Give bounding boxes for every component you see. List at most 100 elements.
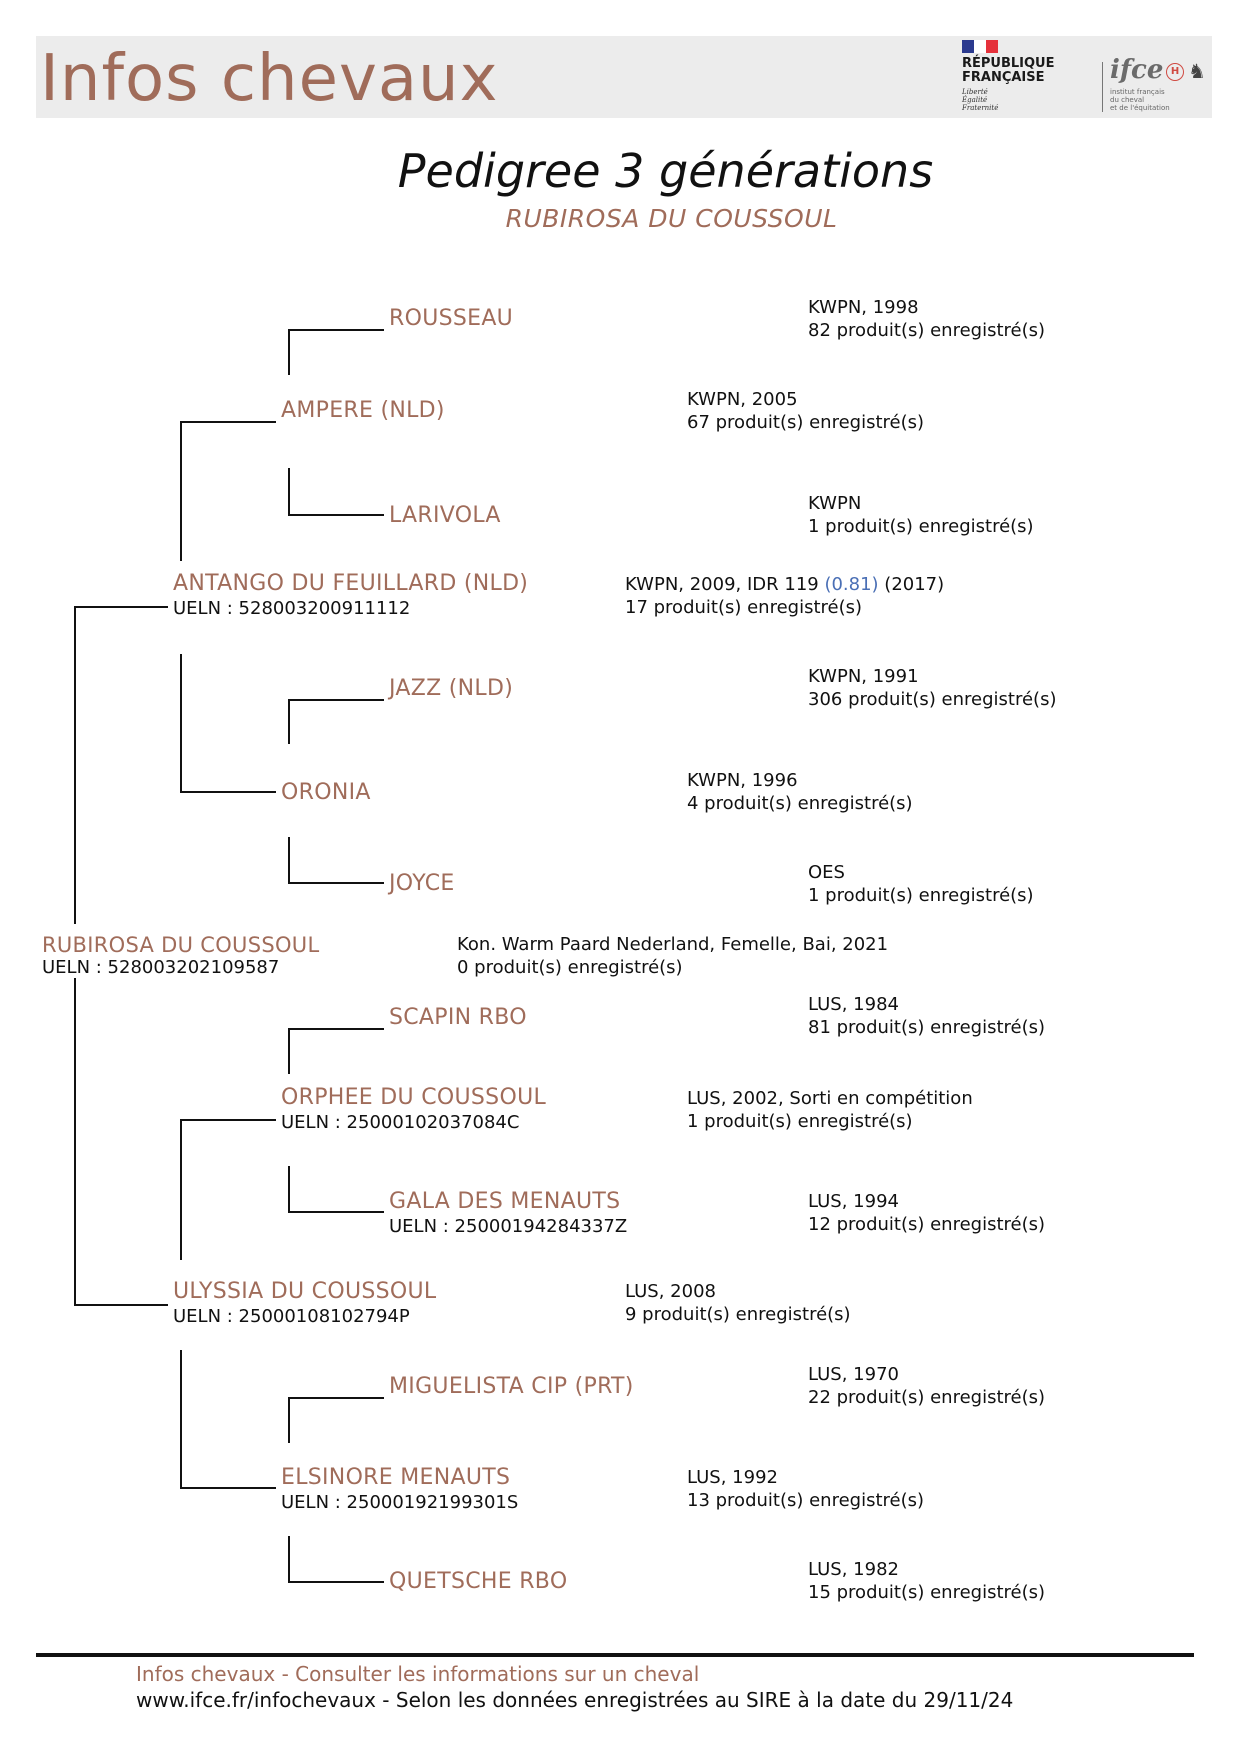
rider-icon: ♞ (1188, 59, 1206, 83)
connector-line (288, 699, 290, 744)
horse-products: 22 produit(s) enregistré(s) (808, 1387, 1046, 1408)
horse-name-link[interactable]: LARIVOLA (389, 503, 501, 528)
connector-line (288, 699, 384, 701)
connector-line (180, 1119, 182, 1260)
horse-name-link[interactable]: GALA DES MENAUTS (389, 1189, 621, 1214)
horse-info: LUS, 1994 (808, 1191, 899, 1212)
horse-info: LUS, 1992 (687, 1467, 778, 1488)
horse-info: LUS, 1970 (808, 1364, 899, 1385)
horse-info: KWPN, 2005 (687, 389, 798, 410)
logo-divider (1102, 62, 1103, 112)
horse-name-link[interactable]: JAZZ (NLD) (389, 676, 514, 701)
horse-products: 81 produit(s) enregistré(s) (808, 1017, 1046, 1038)
connector-line (74, 978, 76, 1306)
horse-products: 306 produit(s) enregistré(s) (808, 689, 1057, 710)
horse-info: LUS, 1984 (808, 994, 899, 1015)
horse-name-link[interactable]: ROUSSEAU (389, 306, 514, 331)
republique-francaise-logo: RÉPUBLIQUE FRANÇAISE Liberté Égalité Fra… (962, 38, 1072, 116)
ifce-wordmark: ifce (1110, 55, 1164, 85)
connector-line (180, 1487, 276, 1489)
horse-info: LUS, 1982 (808, 1559, 899, 1580)
rf-motto: Liberté Égalité Fraternité (962, 88, 999, 112)
horse-info: LUS, 2008 (625, 1281, 716, 1302)
ueln-number: UELN : 25000194284337Z (389, 1216, 628, 1237)
horse-products: 1 produit(s) enregistré(s) (687, 1111, 913, 1132)
connector-line (74, 606, 76, 924)
connector-line (288, 329, 384, 331)
horse-products: 9 produit(s) enregistré(s) (625, 1304, 851, 1325)
horse-info: KWPN, 1991 (808, 666, 919, 687)
connector-line (288, 1028, 290, 1074)
horse-name-link[interactable]: AMPERE (NLD) (281, 398, 445, 423)
ueln-number: UELN : 25000102037084C (281, 1112, 520, 1133)
ifce-logo: ifce H ♞ institut français du cheval et … (1100, 56, 1210, 116)
horse-info: KWPN (808, 493, 862, 514)
horse-info: KWPN, 1998 (808, 297, 919, 318)
french-flag-icon (962, 40, 998, 53)
ueln-number: UELN : 25000192199301S (281, 1492, 519, 1513)
ueln-number: UELN : 528003200911112 (173, 598, 411, 619)
horse-name-link[interactable]: ORONIA (281, 780, 371, 805)
horse-name-link[interactable]: QUETSCHE RBO (389, 1569, 568, 1594)
idr-index-link[interactable]: (0.81) (824, 574, 879, 595)
horse-products: 4 produit(s) enregistré(s) (687, 793, 913, 814)
horse-info: KWPN, 1996 (687, 770, 798, 791)
footer-source: www.ifce.fr/infochevaux - Selon les donn… (136, 1688, 1014, 1712)
horse-info-text: KWPN, 2009, IDR 119 (625, 574, 825, 595)
connector-line (288, 1166, 290, 1213)
horse-products: 1 produit(s) enregistré(s) (808, 516, 1034, 537)
connector-line (180, 421, 182, 561)
header-banner (36, 36, 1212, 118)
horse-info: KWPN, 2009, IDR 119 (0.81) (2017) (625, 573, 944, 596)
connector-line (180, 1350, 182, 1489)
connector-line (288, 514, 384, 516)
horse-products: 13 produit(s) enregistré(s) (687, 1490, 925, 1511)
ueln-number: UELN : 25000108102794P (173, 1306, 410, 1327)
connector-line (74, 606, 168, 608)
footer-caption: Infos chevaux - Consulter les informatio… (136, 1662, 700, 1686)
horse-name-link[interactable]: ELSINORE MENAUTS (281, 1465, 511, 1490)
connector-line (288, 1211, 384, 1213)
connector-line (180, 1119, 276, 1121)
connector-line (288, 837, 290, 884)
horse-name-link[interactable]: ORPHEE DU COUSSOUL (281, 1085, 547, 1110)
horse-info-year: (2017) (878, 574, 945, 595)
horse-name-link[interactable]: SCAPIN RBO (389, 1005, 527, 1030)
horse-info: Kon. Warm Paard Nederland, Femelle, Bai,… (457, 934, 889, 955)
connector-line (180, 791, 276, 793)
horse-products: 0 produit(s) enregistré(s) (457, 957, 683, 978)
document-title: Pedigree 3 générations (397, 144, 934, 198)
horse-name-link[interactable]: MIGUELISTA CIP (PRT) (389, 1374, 634, 1399)
connector-line (288, 1536, 290, 1583)
horse-name-link[interactable]: ULYSSIA DU COUSSOUL (173, 1279, 437, 1304)
connector-line (288, 1581, 384, 1583)
horse-info: OES (808, 862, 845, 883)
connector-line (288, 1397, 290, 1443)
horse-name-link[interactable]: JOYCE (389, 871, 455, 896)
horse-products: 82 produit(s) enregistré(s) (808, 320, 1046, 341)
horse-name-link[interactable]: ANTANGO DU FEUILLARD (NLD) (173, 571, 529, 596)
site-title: Infos chevaux (40, 42, 499, 116)
horse-products: 17 produit(s) enregistré(s) (625, 597, 863, 618)
connector-line (288, 1028, 384, 1030)
connector-line (288, 882, 384, 884)
horse-circle-icon: H (1166, 63, 1184, 81)
connector-line (180, 654, 182, 793)
connector-line (288, 1397, 384, 1399)
document-subject: RUBIROSA DU COUSSOUL (505, 204, 838, 233)
horse-products: 12 produit(s) enregistré(s) (808, 1214, 1046, 1235)
footer-divider (36, 1653, 1194, 1657)
ueln-number: UELN : 528003202109587 (42, 957, 280, 978)
connector-line (288, 468, 290, 516)
connector-line (288, 329, 290, 375)
rf-name: RÉPUBLIQUE FRANÇAISE (962, 56, 1055, 85)
horse-info: LUS, 2002, Sorti en compétition (687, 1088, 973, 1109)
horse-products: 67 produit(s) enregistré(s) (687, 412, 925, 433)
connector-line (180, 421, 276, 423)
subject-horse-name[interactable]: RUBIROSA DU COUSSOUL (42, 933, 320, 957)
horse-products: 1 produit(s) enregistré(s) (808, 885, 1034, 906)
ifce-subtitle: institut français du cheval et de l'équi… (1110, 88, 1170, 112)
connector-line (74, 1304, 168, 1306)
horse-products: 15 produit(s) enregistré(s) (808, 1582, 1046, 1603)
